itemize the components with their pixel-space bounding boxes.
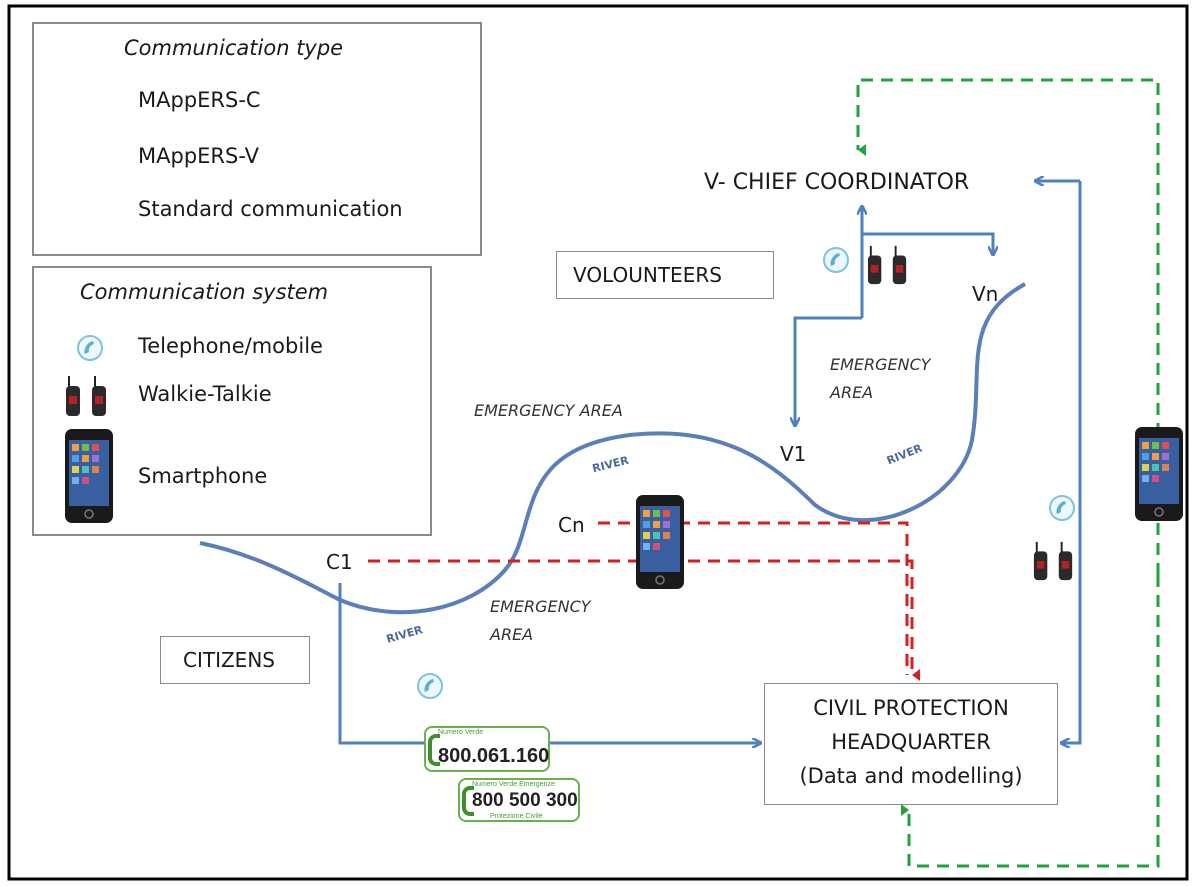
green-number-value: 800.061.160 xyxy=(438,745,550,767)
mappers-c-line-c1 xyxy=(368,559,920,681)
emergency-number-value: 800 500 300 xyxy=(472,790,578,811)
mappers-c-line-cn xyxy=(598,521,909,675)
legend-item-smartphone: Smartphone xyxy=(138,464,268,488)
volunteers-box: VOLOUNTEERS xyxy=(556,251,774,299)
phone-hook-icon xyxy=(462,786,474,816)
telephone-icon xyxy=(77,335,103,361)
river xyxy=(199,282,1026,615)
telephone-icon xyxy=(417,673,443,699)
legend-type-title: Communication type xyxy=(124,36,344,60)
standard-line-hq-chief xyxy=(1062,181,1082,743)
citizens-label: CITIZENS xyxy=(183,648,275,672)
emergency-number-caption: Numero Verde Emergenze xyxy=(472,781,555,788)
standard-line-c1-to-hq xyxy=(338,583,428,745)
mappers-v-line-bottom xyxy=(901,575,1160,868)
telephone-icon xyxy=(823,247,849,273)
green-number-caption: Numero Verde xyxy=(438,729,484,736)
walkie-talkie-icon xyxy=(66,376,106,416)
emergency-area-right-2: AREA xyxy=(830,383,874,402)
node-cn: Cn xyxy=(558,513,585,537)
telephone-icon xyxy=(1049,495,1075,521)
standard-line-chief-to-v1 xyxy=(795,316,862,425)
headquarter-line-1: CIVIL PROTECTION xyxy=(813,696,1009,720)
emergency-number-subcaption: Protezione Civile xyxy=(490,813,543,820)
emergency-area-bottom-1: EMERGENCY xyxy=(490,597,591,616)
legend-item-standard: Standard communication xyxy=(138,197,403,221)
emergency-area-bottom-2: AREA xyxy=(490,625,534,644)
smartphone-icon xyxy=(1135,427,1183,521)
phone-hook-icon xyxy=(428,734,440,766)
outer-frame xyxy=(7,4,1189,881)
headquarter-line-2: HEADQUARTER xyxy=(831,730,991,754)
emergency-area-top: EMERGENCY AREA xyxy=(474,401,623,420)
smartphone-icon xyxy=(65,429,113,523)
legend-item-mappers-c: MAppERS-C xyxy=(138,88,261,112)
emergency-area-right-1: EMERGENCY xyxy=(830,355,931,374)
chief-coordinator-label: V- CHIEF COORDINATOR xyxy=(704,170,970,195)
mappers-v-line-top xyxy=(856,78,1160,575)
node-c1: C1 xyxy=(326,550,353,574)
headquarter-line-3: (Data and modelling) xyxy=(799,764,1023,788)
volunteers-label: VOLOUNTEERS xyxy=(573,263,722,287)
legend-communication-type: Communication type MAppERS-C MAppERS-V S… xyxy=(32,22,482,256)
smartphone-icon xyxy=(636,495,684,589)
headquarter-box: CIVIL PROTECTION HEADQUARTER (Data and m… xyxy=(764,683,1058,805)
walkie-talkie-icon xyxy=(1033,541,1073,581)
walkie-talkie-icon xyxy=(867,245,907,285)
node-v1: V1 xyxy=(780,442,807,466)
legend-item-mappers-v: MAppERS-V xyxy=(138,144,260,168)
node-vn: Vn xyxy=(972,282,999,306)
green-number-badge: Numero Verde 800.061.160 xyxy=(424,726,550,772)
legend-item-walkie: Walkie-Talkie xyxy=(138,382,272,406)
emergency-number-badge: Numero Verde Emergenze 800 500 300 Prote… xyxy=(458,778,580,822)
legend-item-telephone: Telephone/mobile xyxy=(138,334,323,358)
legend-system-title: Communication system xyxy=(80,280,329,304)
standard-line-chief-to-vn xyxy=(862,232,993,254)
citizens-box: CITIZENS xyxy=(160,636,310,684)
